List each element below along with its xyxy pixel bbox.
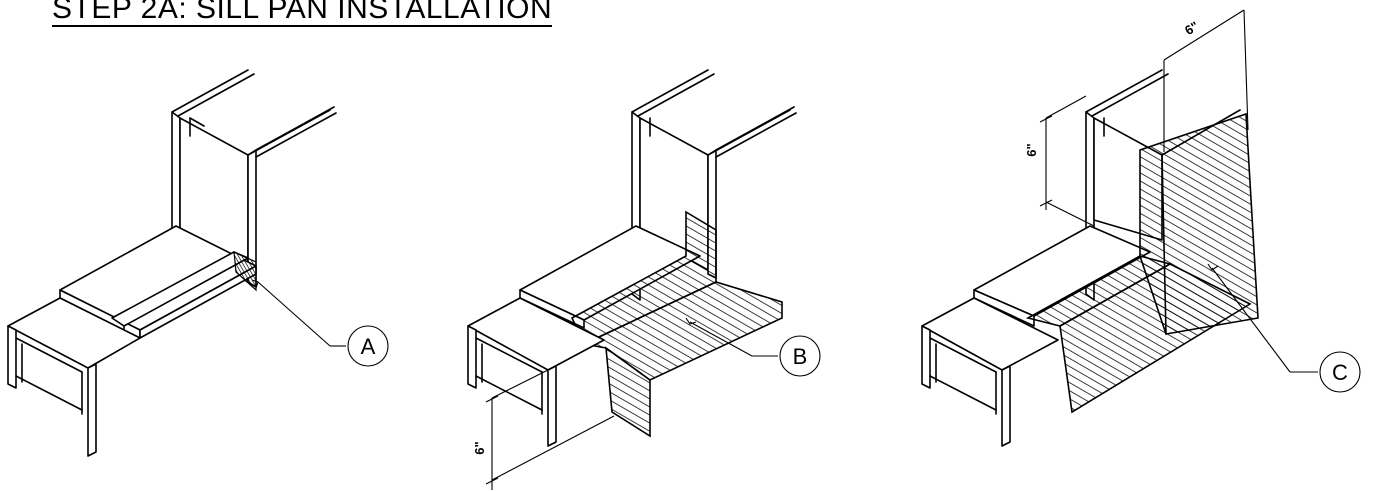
dimension-b-vertical: 6" <box>472 441 487 454</box>
callout-c-label: C <box>1332 360 1348 385</box>
callout-a: A <box>347 325 389 367</box>
callout-c-circle <box>1319 351 1361 393</box>
drawing-title: STEP 2A: SILL PAN INSTALLATION <box>52 0 553 27</box>
callout-b-circle <box>779 335 821 377</box>
callout-a-label: A <box>361 334 376 359</box>
view-c <box>921 9 1318 447</box>
view-a <box>7 69 346 457</box>
dimension-c-top: 6" <box>1182 18 1201 38</box>
callout-a-circle <box>347 325 389 367</box>
callout-b-label: B <box>793 344 808 369</box>
callout-c: C <box>1319 351 1361 393</box>
callout-b: B <box>779 335 821 377</box>
view-b <box>467 69 797 490</box>
dimension-c-vertical: 6" <box>1024 143 1039 156</box>
